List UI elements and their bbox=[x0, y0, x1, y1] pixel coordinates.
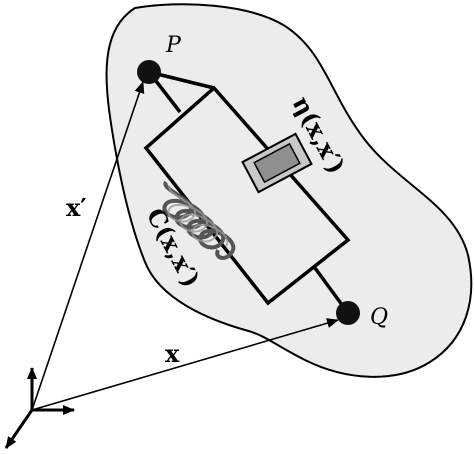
vector-x-arrow bbox=[31, 318, 339, 411]
axis-diag bbox=[4, 409, 34, 449]
material-body bbox=[105, 3, 473, 378]
spring-shadow bbox=[167, 185, 229, 247]
point-p bbox=[137, 60, 161, 84]
label-q: Q bbox=[370, 305, 388, 330]
element-frame bbox=[143, 85, 351, 306]
label-vector-x: x bbox=[165, 339, 180, 368]
spring bbox=[162, 180, 236, 260]
label-p: P bbox=[165, 33, 182, 58]
point-q bbox=[336, 301, 360, 325]
vector-x-prime-arrow bbox=[31, 81, 145, 411]
damper bbox=[241, 132, 313, 194]
label-vector-x-prime: x′ bbox=[66, 193, 87, 222]
